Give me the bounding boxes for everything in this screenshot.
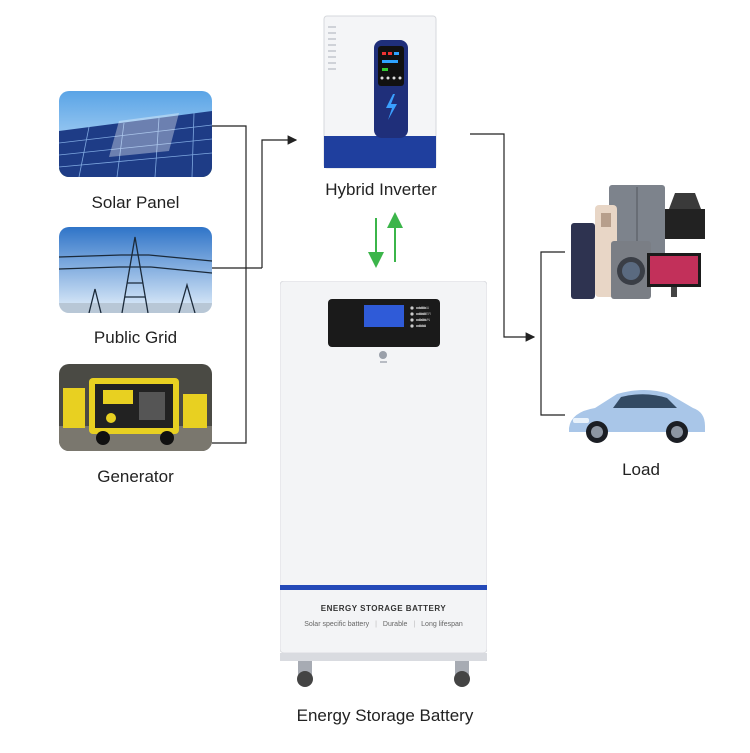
solar-panel-label: Solar Panel bbox=[91, 193, 180, 212]
battery-feature-3: Long lifespan bbox=[421, 621, 463, 628]
hybrid-inverter-label: Hybrid Inverter bbox=[325, 180, 437, 199]
battery-feature-list: Solar specific battery | Durable | Long … bbox=[304, 621, 463, 628]
battery-button-menu: MENU bbox=[419, 306, 430, 310]
generator-image bbox=[59, 364, 212, 451]
home-appliances-image bbox=[565, 183, 707, 305]
load-label: Load bbox=[622, 460, 660, 479]
public-grid-image bbox=[59, 227, 212, 313]
battery-panel-title: ENERGY STORAGE BATTERY bbox=[320, 604, 447, 613]
to-inverter-connector bbox=[261, 135, 298, 268]
load-bus bbox=[540, 251, 565, 416]
battery-button-down: DOWN bbox=[419, 318, 431, 322]
battery-feature-1: Solar specific battery bbox=[304, 621, 370, 628]
solar-connector bbox=[212, 125, 247, 444]
generator-label: Generator bbox=[97, 467, 174, 486]
hybrid-inverter-image bbox=[322, 14, 438, 170]
battery-button-labels: MENU ENTER DOWN ESC bbox=[419, 305, 439, 329]
inverter-to-load-connector bbox=[470, 133, 536, 342]
battery-feature-2: Durable bbox=[382, 621, 408, 628]
energy-storage-battery-image bbox=[280, 281, 487, 687]
solar-panel-image bbox=[59, 91, 212, 177]
battery-button-enter: ENTER bbox=[419, 312, 431, 316]
electric-car-image bbox=[565, 382, 707, 446]
energy-storage-battery-label: Energy Storage Battery bbox=[296, 706, 474, 725]
public-grid-label: Public Grid bbox=[93, 328, 178, 347]
battery-button-esc: ESC bbox=[419, 324, 427, 328]
